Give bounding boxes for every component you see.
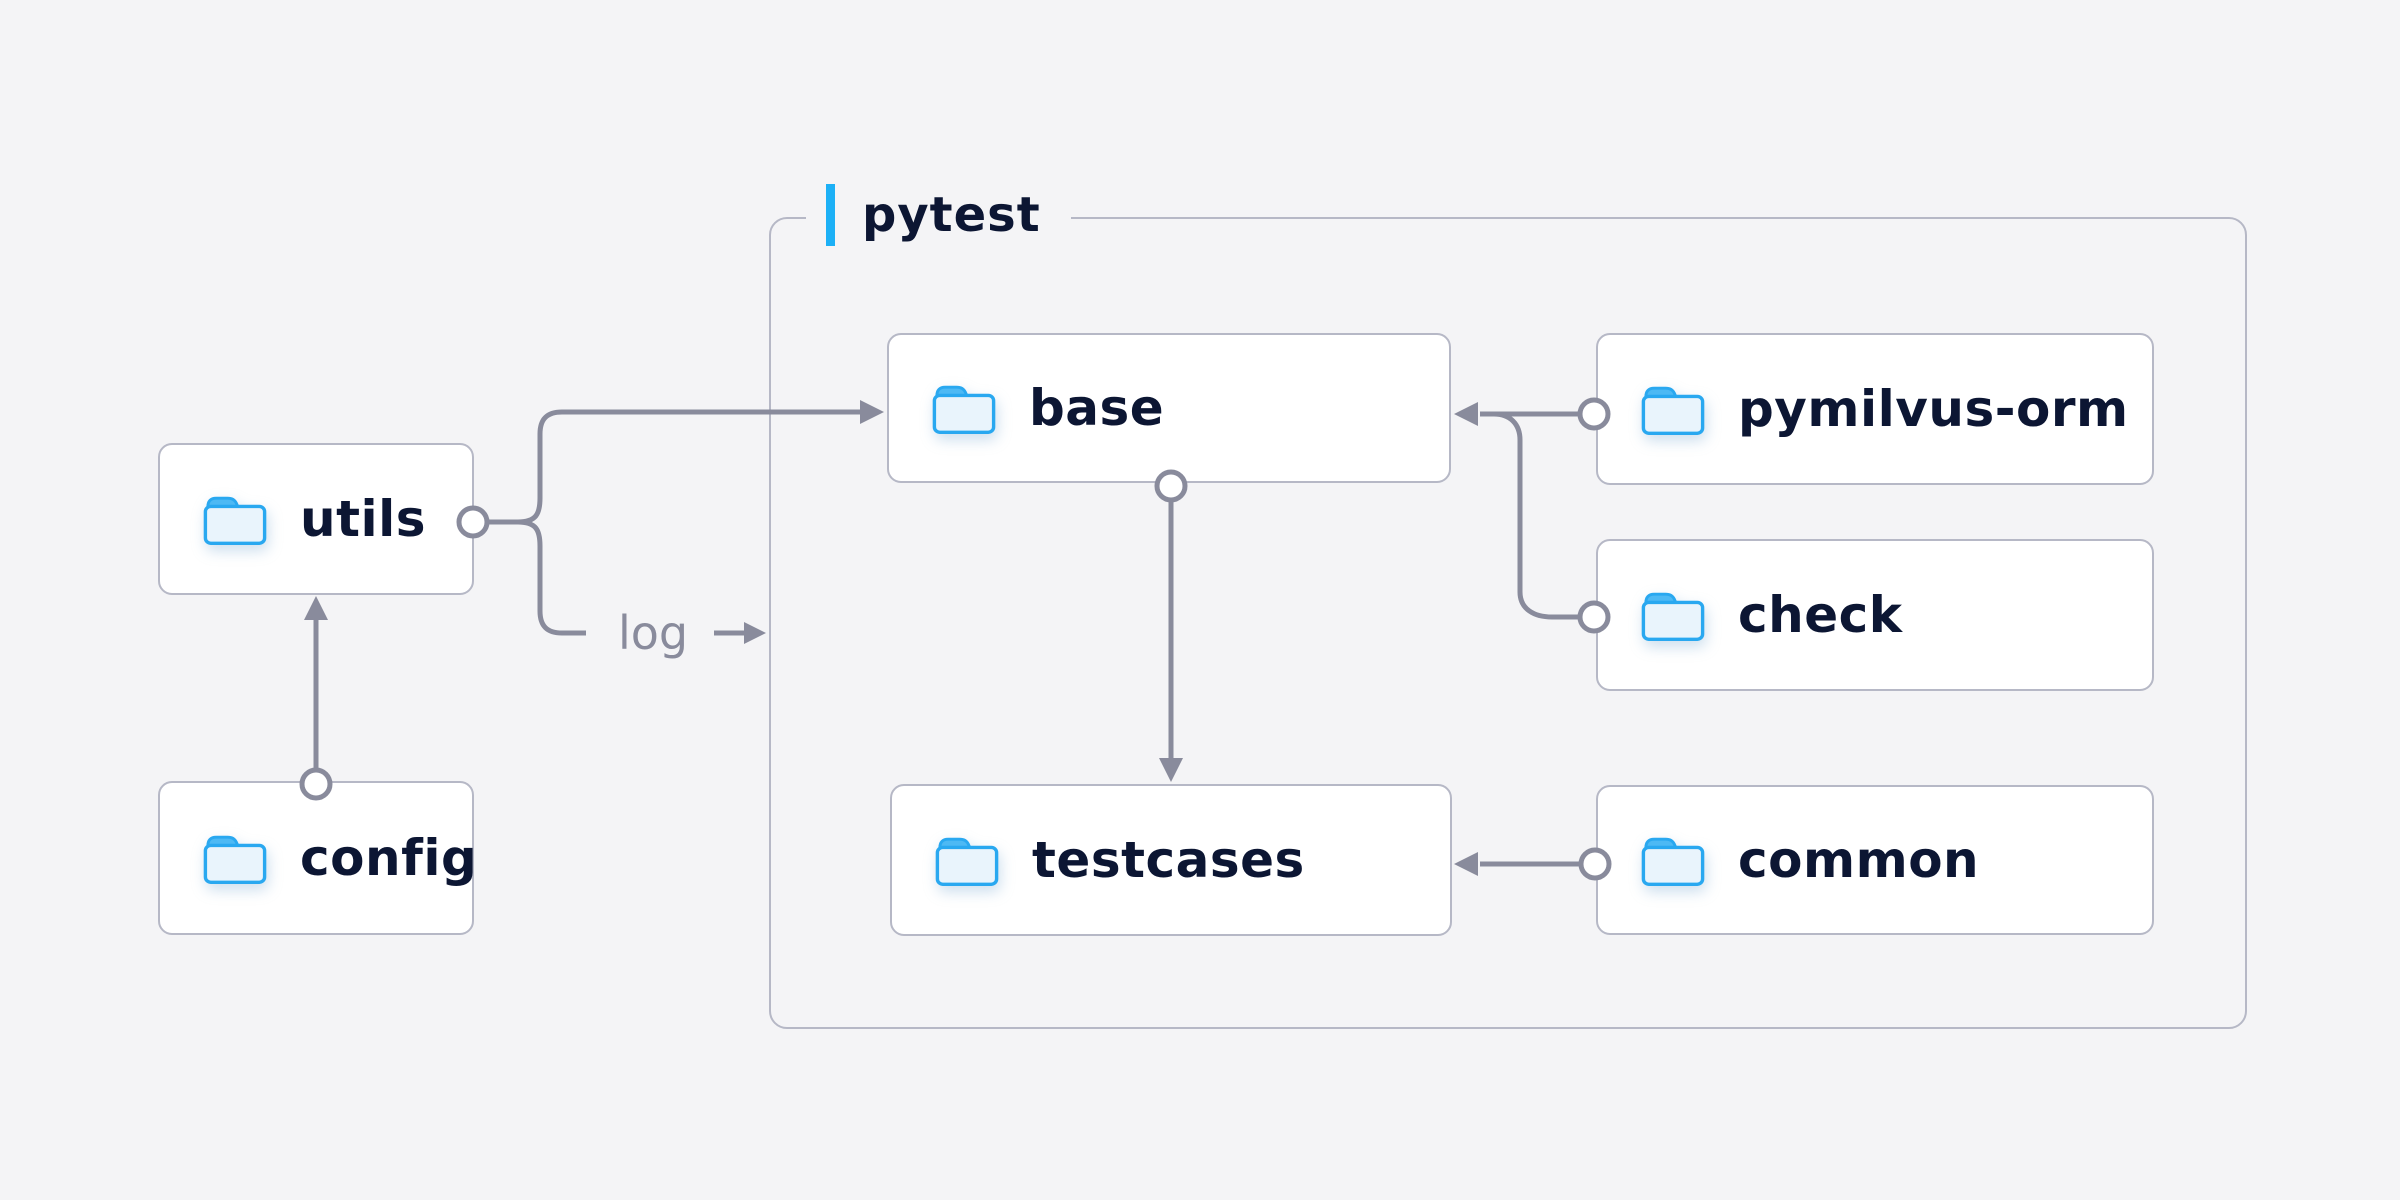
edge-utils-log	[517, 519, 586, 636]
folder-icon	[1641, 386, 1705, 435]
node-label: check	[1738, 586, 1903, 644]
folder-icon	[203, 835, 267, 884]
node-label: config	[300, 829, 478, 887]
node-label: base	[1029, 379, 1165, 437]
accent-bar-icon	[826, 184, 835, 246]
folder-icon	[932, 385, 996, 434]
node-label: common	[1738, 831, 1980, 889]
node-pymilvus-orm: pymilvus-orm	[1596, 333, 2154, 485]
folder-icon	[1641, 592, 1705, 641]
node-label: testcases	[1032, 831, 1305, 889]
node-utils: utils	[158, 443, 474, 595]
node-common: common	[1596, 785, 2154, 935]
node-label: utils	[300, 490, 427, 548]
node-label: pymilvus-orm	[1738, 380, 2129, 438]
node-base: base	[887, 333, 1451, 483]
folder-icon	[1641, 837, 1705, 886]
folder-icon	[203, 496, 267, 545]
node-check: check	[1596, 539, 2154, 691]
log-arrow-icon	[744, 622, 766, 644]
folder-icon	[935, 837, 999, 886]
node-testcases: testcases	[890, 784, 1452, 936]
node-config: config	[158, 781, 478, 935]
log-edge-label: log	[617, 606, 689, 660]
pytest-group-legend: pytest	[806, 183, 1071, 247]
arrowhead-icon	[304, 596, 328, 620]
pytest-group-label: pytest	[862, 187, 1041, 243]
pytest-group-container	[769, 217, 2247, 1029]
